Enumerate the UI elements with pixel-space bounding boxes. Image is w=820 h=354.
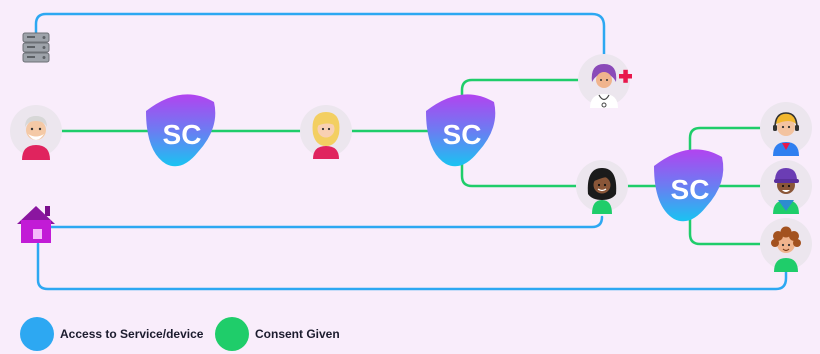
doctor-avatar — [578, 54, 632, 108]
legend-swatch-consent — [215, 317, 249, 351]
sc-logo-text: SC — [163, 119, 202, 150]
cap-person-avatar — [760, 160, 812, 214]
consent-line-hub-to-curly — [688, 184, 764, 246]
sc-logo-1: SC — [146, 94, 216, 167]
woman-avatar — [576, 160, 628, 214]
legend-label-access: Access to Service/device — [60, 327, 204, 341]
support-agent-avatar — [760, 102, 812, 156]
elderly-person-avatar — [10, 105, 62, 160]
sc-logo-text: SC — [443, 119, 482, 150]
sc-logo-3: SC — [654, 149, 724, 222]
server-icon — [22, 32, 50, 63]
legend-item-access: Access to Service/device — [20, 317, 203, 351]
consent-line-hub-to-support — [688, 126, 764, 188]
legend-swatch-access — [20, 317, 54, 351]
legend-item-consent: Consent Given — [215, 317, 340, 351]
access-lines — [34, 12, 788, 291]
access-line-server-to-doctor — [34, 12, 606, 57]
blonde-woman-avatar — [300, 105, 352, 159]
curly-hair-avatar — [760, 218, 812, 272]
house-icon — [17, 206, 55, 243]
sc-logo-text: SC — [671, 174, 710, 205]
access-line-house-to-woman — [36, 215, 604, 229]
legend-label-consent: Consent Given — [255, 327, 340, 341]
sc-logo-2: SC — [426, 94, 496, 167]
access-line-house-to-curly — [36, 242, 788, 291]
consent-line-hub-to-woman — [460, 129, 580, 188]
consent-line-hub-to-doctor — [460, 78, 580, 133]
